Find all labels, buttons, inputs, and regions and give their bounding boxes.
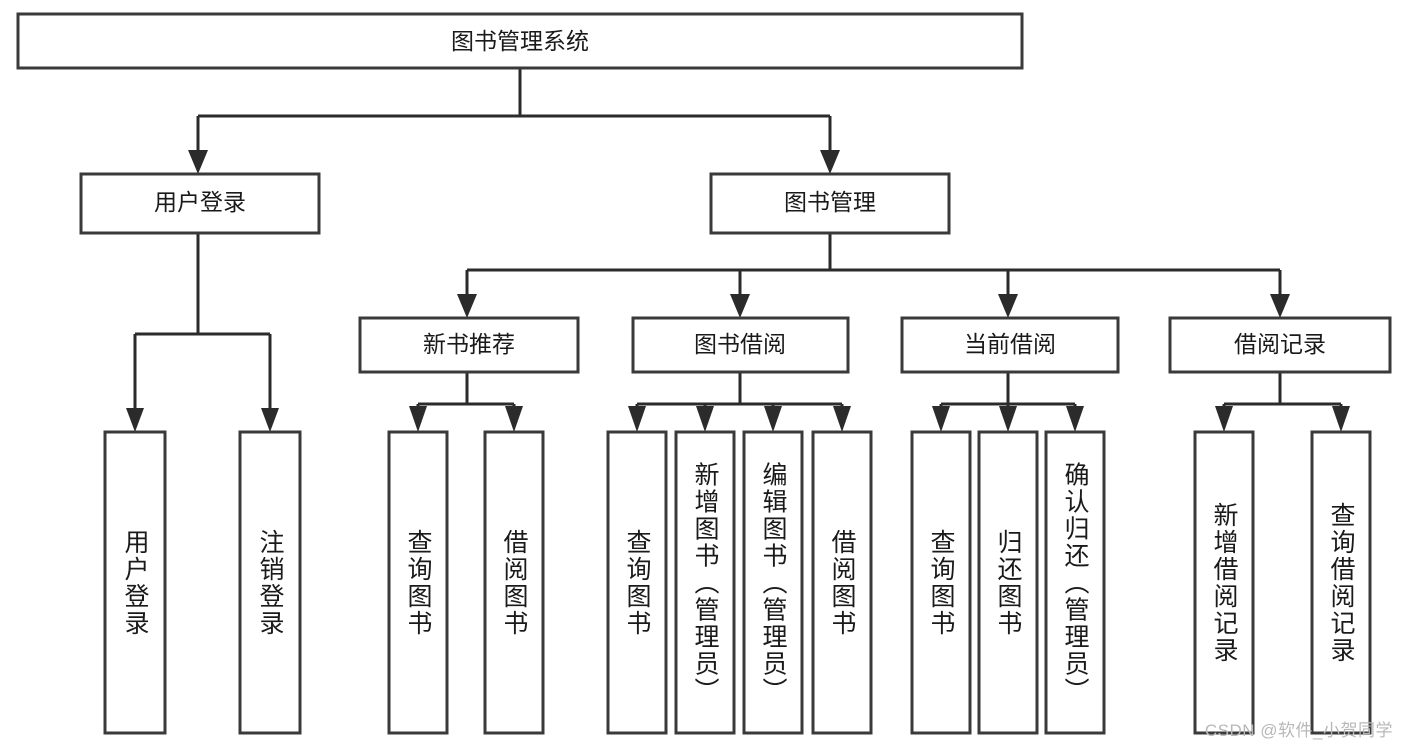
node-user-login-box[interactable] xyxy=(79,172,321,235)
arrowhead-current-borrow xyxy=(998,294,1018,318)
connector-group-book-borrow xyxy=(628,372,851,432)
node-leaf-query-book-3[interactable]: 查询图书 xyxy=(910,430,972,735)
node-leaf-query-borrow-record[interactable]: 查询借阅记录 xyxy=(1310,430,1372,735)
node-leaf-return-book-box[interactable] xyxy=(977,430,1039,735)
node-leaf-query-book-1[interactable]: 查询图书 xyxy=(387,430,449,735)
node-leaf-borrow-book-1-label: 借阅图书 xyxy=(500,529,529,637)
node-leaf-logout-login[interactable]: 注销登录 xyxy=(238,430,302,735)
node-leaf-user-login-box[interactable] xyxy=(103,430,167,735)
node-leaf-query-book-1-label: 查询图书 xyxy=(404,529,433,637)
node-root-label: 图书管理系统 xyxy=(451,28,589,54)
node-leaf-logout-login-box[interactable] xyxy=(238,430,302,735)
node-leaf-borrow-book-2-label: 借阅图书 xyxy=(828,529,857,637)
arrowhead-leaf-return-book xyxy=(999,406,1017,432)
node-leaf-edit-book-label: 编辑图书（管理员） xyxy=(759,462,788,705)
node-leaf-query-book-1-box[interactable] xyxy=(387,430,449,735)
node-borrow-record-box[interactable] xyxy=(1168,316,1392,374)
node-book-borrow[interactable]: 图书借阅 xyxy=(631,316,850,374)
node-leaf-user-login[interactable]: 用户登录 xyxy=(103,430,167,735)
arrowhead-leaf-confirm-return xyxy=(1066,406,1084,432)
connector-group-user-login xyxy=(126,233,279,432)
node-borrow-record-label: 借阅记录 xyxy=(1234,331,1326,357)
node-leaf-query-book-3-label: 查询图书 xyxy=(927,529,956,637)
arrowhead-book-manage xyxy=(820,150,840,174)
node-user-login[interactable]: 用户登录 xyxy=(79,172,321,235)
connector-group-root xyxy=(188,68,840,174)
node-leaf-borrow-book-1-box[interactable] xyxy=(483,430,545,735)
arrowhead-user-login xyxy=(188,150,208,174)
node-leaf-add-borrow-record[interactable]: 新增借阅记录 xyxy=(1193,430,1255,735)
node-leaf-add-book-label: 新增图书（管理员） xyxy=(691,462,720,705)
arrowhead-leaf-add-borrow-record xyxy=(1215,406,1233,432)
node-root-box[interactable] xyxy=(16,12,1024,70)
node-leaf-add-borrow-record-label: 新增借阅记录 xyxy=(1210,502,1239,664)
node-book-manage-box[interactable] xyxy=(709,172,951,235)
node-leaf-query-book-2[interactable]: 查询图书 xyxy=(606,430,668,735)
node-leaf-confirm-return[interactable]: 确认归还（管理员） xyxy=(1044,430,1106,735)
node-leaf-edit-book-box[interactable] xyxy=(742,430,804,735)
node-new-book-recommend[interactable]: 新书推荐 xyxy=(358,316,580,374)
node-leaf-borrow-book-2-box[interactable] xyxy=(811,430,873,735)
node-book-borrow-label: 图书借阅 xyxy=(694,331,786,357)
node-book-manage-label: 图书管理 xyxy=(784,189,876,215)
node-leaf-confirm-return-box[interactable] xyxy=(1044,430,1106,735)
node-leaf-query-borrow-record-box[interactable] xyxy=(1310,430,1372,735)
arrowhead-leaf-borrow-book-2 xyxy=(833,406,851,432)
arrowhead-leaf-query-book-1 xyxy=(409,406,427,432)
node-leaf-logout-login-label: 注销登录 xyxy=(256,529,285,637)
node-leaf-edit-book[interactable]: 编辑图书（管理员） xyxy=(742,430,804,735)
node-current-borrow[interactable]: 当前借阅 xyxy=(900,316,1120,374)
node-book-borrow-box[interactable] xyxy=(631,316,850,374)
arrowhead-book-borrow xyxy=(730,294,750,318)
node-leaf-query-book-3-box[interactable] xyxy=(910,430,972,735)
node-leaf-add-borrow-record-box[interactable] xyxy=(1193,430,1255,735)
arrowhead-leaf-user-login xyxy=(126,408,144,432)
arrowhead-leaf-edit-book xyxy=(764,406,782,432)
node-borrow-record[interactable]: 借阅记录 xyxy=(1168,316,1392,374)
arrowhead-leaf-borrow-book-1 xyxy=(505,406,523,432)
connector-group-new-book-recommend xyxy=(409,372,523,432)
connector-group-borrow-record xyxy=(1215,372,1350,432)
node-current-borrow-label: 当前借阅 xyxy=(964,331,1056,357)
connector-group-book-manage xyxy=(457,233,1290,318)
node-leaf-borrow-book-1[interactable]: 借阅图书 xyxy=(483,430,545,735)
node-leaf-add-book-box[interactable] xyxy=(674,430,736,735)
arrowhead-leaf-logout-login xyxy=(261,408,279,432)
node-new-book-recommend-box[interactable] xyxy=(358,316,580,374)
arrowhead-new-book-recommend xyxy=(457,294,477,318)
arrowhead-leaf-add-book xyxy=(696,406,714,432)
node-new-book-recommend-label: 新书推荐 xyxy=(423,331,515,357)
arrowhead-leaf-query-book-3 xyxy=(932,406,950,432)
arrowhead-leaf-query-borrow-record xyxy=(1332,406,1350,432)
node-leaf-user-login-label: 用户登录 xyxy=(121,529,150,637)
node-leaf-borrow-book-2[interactable]: 借阅图书 xyxy=(811,430,873,735)
arrowhead-leaf-query-book-2 xyxy=(628,406,646,432)
node-book-manage[interactable]: 图书管理 xyxy=(709,172,951,235)
node-leaf-confirm-return-label: 确认归还（管理员） xyxy=(1061,462,1090,705)
arrowhead-borrow-record xyxy=(1270,294,1290,318)
node-leaf-return-book[interactable]: 归还图书 xyxy=(977,430,1039,735)
connector-group-current-borrow xyxy=(932,372,1084,432)
node-leaf-query-book-2-label: 查询图书 xyxy=(623,529,652,637)
node-current-borrow-box[interactable] xyxy=(900,316,1120,374)
node-user-login-label: 用户登录 xyxy=(154,189,246,215)
node-root[interactable]: 图书管理系统 xyxy=(16,12,1024,70)
node-leaf-return-book-label: 归还图书 xyxy=(994,529,1023,637)
node-leaf-query-borrow-record-label: 查询借阅记录 xyxy=(1327,502,1356,664)
node-leaf-add-book[interactable]: 新增图书（管理员） xyxy=(674,430,736,735)
node-leaf-query-book-2-box[interactable] xyxy=(606,430,668,735)
